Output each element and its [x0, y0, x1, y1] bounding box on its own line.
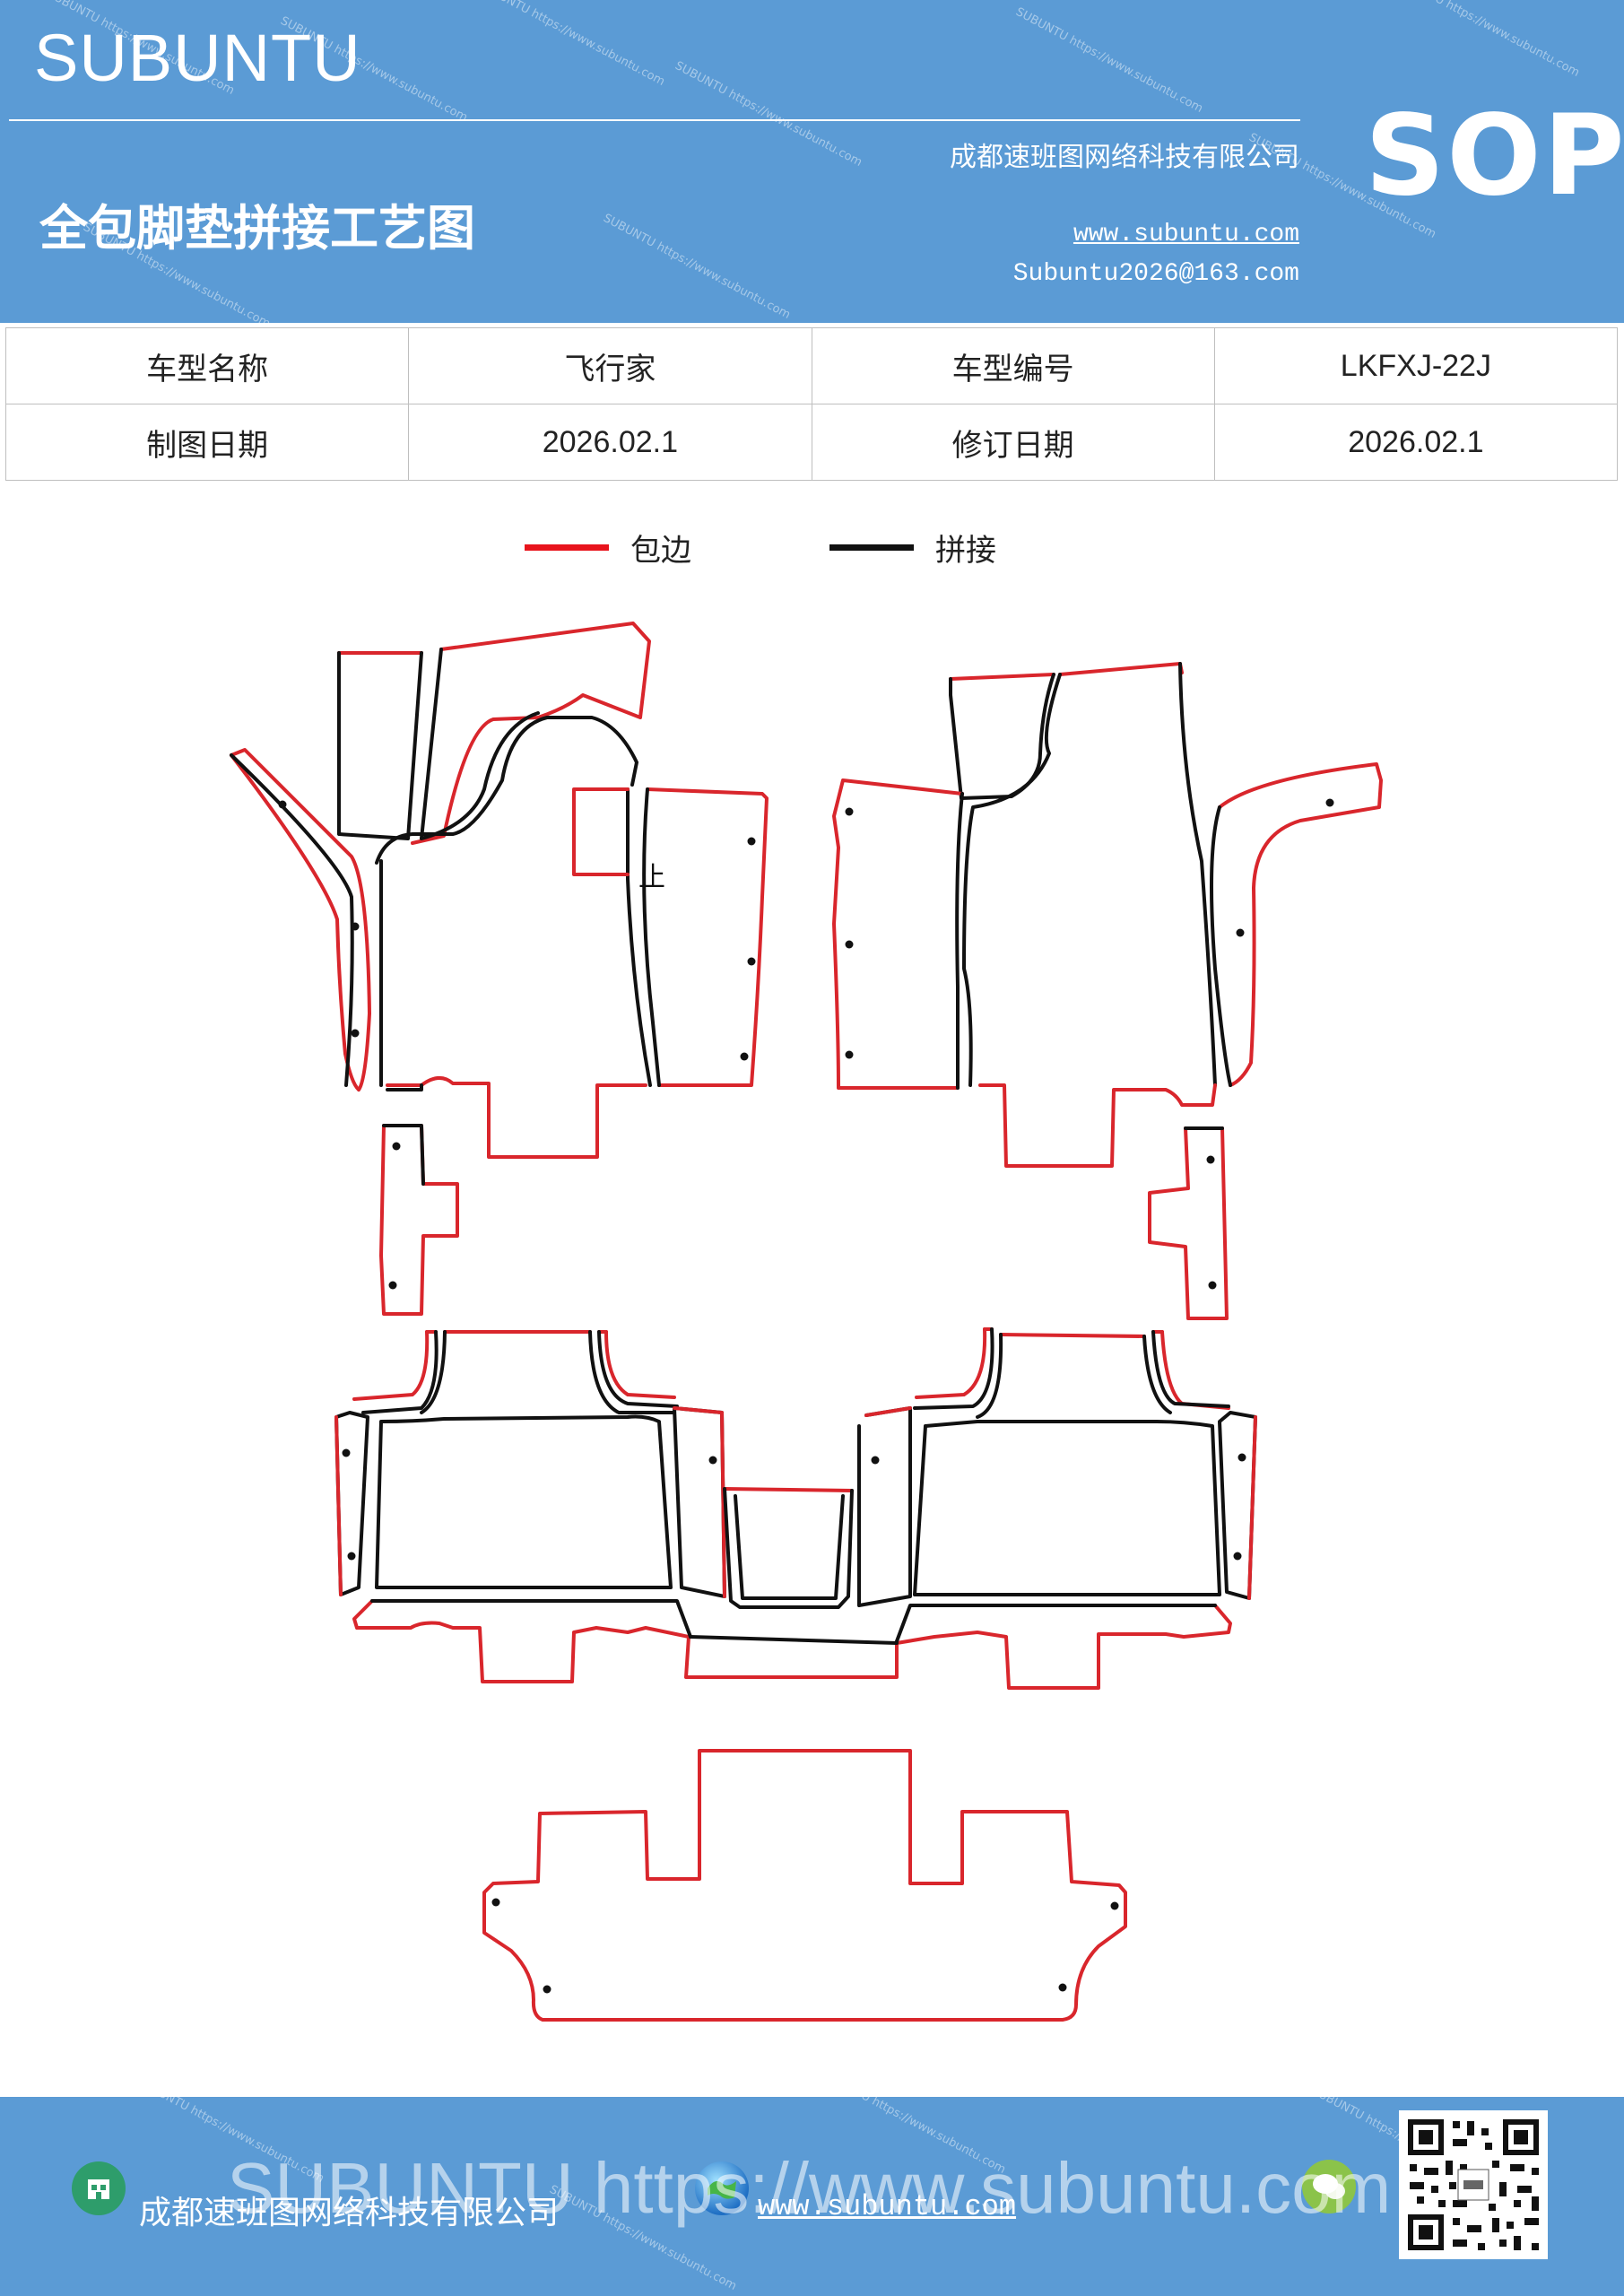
second-row-left-mat [334, 1330, 726, 1598]
footer-website-link[interactable]: www.subuntu.com [758, 2190, 1017, 2223]
wechat-icon[interactable] [1302, 2160, 1356, 2213]
front-left-lower-piece [379, 1124, 459, 1316]
vehicle-info-table: 车型名称 飞行家 车型编号 LKFXJ-22J 制图日期 2026.02.1 修… [4, 327, 1619, 481]
front-right-lower-piece [1148, 1126, 1229, 1320]
seam-swatch [829, 544, 914, 551]
company-icon [72, 2161, 126, 2215]
footer-watermark-overlay: SUBUNTU https://www.subuntu.com [227, 2148, 1392, 2228]
model-code-label: 车型编号 [811, 327, 1215, 404]
page-header: SUBUNTU https://www.subuntu.com SUBUNTU … [0, 0, 1624, 323]
second-row-center-mat [723, 1487, 854, 1609]
second-row-right-mat [857, 1327, 1257, 1607]
third-row-mat [482, 1749, 1127, 2022]
front-left-main-mat: 止 [337, 622, 665, 1159]
edge-swatch [525, 544, 609, 551]
legend-seam: 拼接 [829, 525, 996, 570]
model-name-label: 车型名称 [4, 327, 410, 404]
seam-legend-label: 拼接 [935, 532, 996, 569]
qr-code-image [1399, 2110, 1548, 2259]
model-name-value: 飞行家 [408, 327, 812, 404]
company-name: 成都速班图网络科技有限公司 [950, 142, 1299, 173]
front-left-sill-panel [642, 787, 769, 1087]
second-row-rear-strip [352, 1599, 1232, 1690]
front-left-side-strip [230, 748, 371, 1091]
sop-badge: SOP [1365, 91, 1624, 221]
legend-edge: 包边 [525, 525, 691, 570]
draw-date-label: 制图日期 [4, 404, 410, 481]
revise-date-label: 修订日期 [811, 404, 1215, 481]
front-right-side-strip [1210, 762, 1383, 1087]
front-right-left-panel [832, 778, 964, 1090]
brand-logo-text: SUBUNTU [34, 21, 361, 95]
revise-date-value: 2026.02.1 [1213, 404, 1619, 481]
front-right-main-mat [949, 662, 1217, 1168]
email-address: Subuntu2026@163.com [1012, 260, 1299, 288]
table-row: 车型名称 飞行家 车型编号 LKFXJ-22J [4, 327, 1619, 404]
footer-company-name: 成都速班图网络科技有限公司 [139, 2195, 560, 2231]
website-link[interactable]: www.subuntu.com [1073, 221, 1299, 248]
header-divider [9, 119, 1300, 121]
qr-code[interactable] [1399, 2110, 1548, 2259]
model-code-value: LKFXJ-22J [1213, 327, 1619, 404]
edge-legend-label: 包边 [630, 532, 691, 569]
page-footer: SUBUNTU https://www.subuntu.com SUBUNTU … [0, 2097, 1624, 2296]
draw-date-value: 2026.02.1 [408, 404, 812, 481]
globe-icon [695, 2161, 749, 2215]
page-title: 全包脚垫拼接工艺图 [39, 200, 475, 257]
table-row: 制图日期 2026.02.1 修订日期 2026.02.1 [4, 404, 1619, 481]
